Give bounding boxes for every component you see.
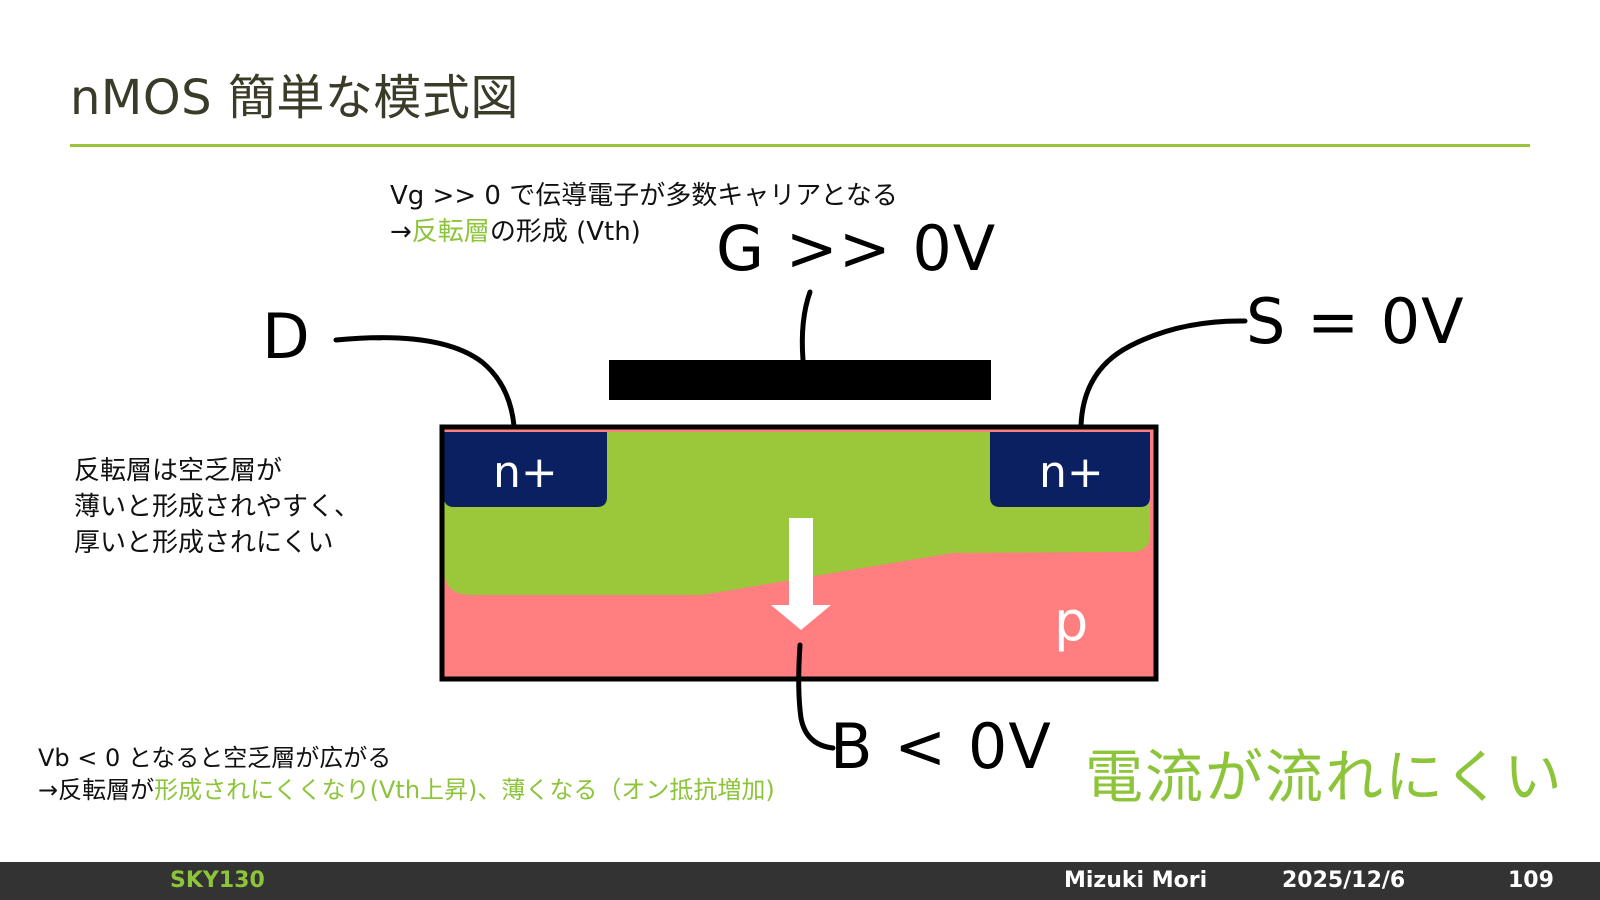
substrate-p-label: p	[1054, 590, 1088, 653]
bottom-note-line1: Vb < 0 となると空乏層が広がる	[38, 744, 392, 772]
gate-electrode	[609, 360, 991, 400]
footer-date: 2025/12/6	[1282, 868, 1406, 893]
inversion-region	[444, 432, 1150, 595]
conclusion-text: 電流が流れにくい	[1085, 743, 1564, 811]
footer-author: Mizuki Mori	[1064, 868, 1208, 893]
source-wire	[1078, 318, 1248, 429]
bulk-terminal-label: B < 0V	[830, 710, 1052, 783]
bulk-wire	[796, 642, 836, 751]
bottom-note-line2-green: 形成されにくくなり(Vth上昇)、薄くなる（オン抵抗増加)	[154, 776, 775, 804]
gate-note-line2: →反転層の形成 (Vth)	[390, 214, 898, 250]
source-n-plus-region	[990, 432, 1150, 507]
drain-n-plus-label: n+	[493, 447, 558, 498]
footer-bar: SKY130 Mizuki Mori 2025/12/6 109	[0, 862, 1600, 900]
depletion-widen-arrow-icon	[771, 518, 831, 630]
gate-wire	[799, 289, 813, 363]
gate-terminal-label: G >> 0V	[716, 212, 997, 285]
footer-project: SKY130	[170, 868, 265, 893]
bottom-note: Vb < 0 となると空乏層が広がる →反転層が形成されにくくなり(Vth上昇)…	[38, 742, 775, 806]
inversion-layer-term: 反転層	[411, 217, 490, 247]
bottom-note-line2-black: →反転層が	[38, 776, 155, 804]
arrow-text: →	[390, 217, 412, 247]
gate-note-line1: Vg >> 0 で伝導電子が多数キャリアとなる	[390, 181, 898, 211]
left-note-line3: 厚いと形成されにくい	[74, 528, 334, 558]
bottom-note-line2: →反転層が形成されにくくなり(Vth上昇)、薄くなる（オン抵抗増加)	[38, 774, 775, 806]
left-note-line1: 反転層は空乏層が	[74, 456, 283, 486]
left-note-line2: 薄いと形成されやすく、	[74, 492, 361, 522]
source-terminal-label: S = 0V	[1246, 285, 1465, 358]
page-title: nMOS 簡単な模式図	[70, 70, 519, 126]
drain-n-plus-region	[444, 432, 607, 507]
drain-terminal-label: D	[262, 300, 311, 373]
gate-note: Vg >> 0 で伝導電子が多数キャリアとなる →反転層の形成 (Vth)	[390, 178, 898, 250]
drain-wire	[333, 335, 517, 429]
title-divider	[70, 144, 1530, 147]
footer-page-number: 109	[1508, 868, 1554, 893]
left-note: 反転層は空乏層が 薄いと形成されやすく、 厚いと形成されにくい	[74, 453, 360, 561]
gate-note-line2-rest: の形成 (Vth)	[489, 217, 641, 247]
source-n-plus-label: n+	[1039, 447, 1104, 498]
